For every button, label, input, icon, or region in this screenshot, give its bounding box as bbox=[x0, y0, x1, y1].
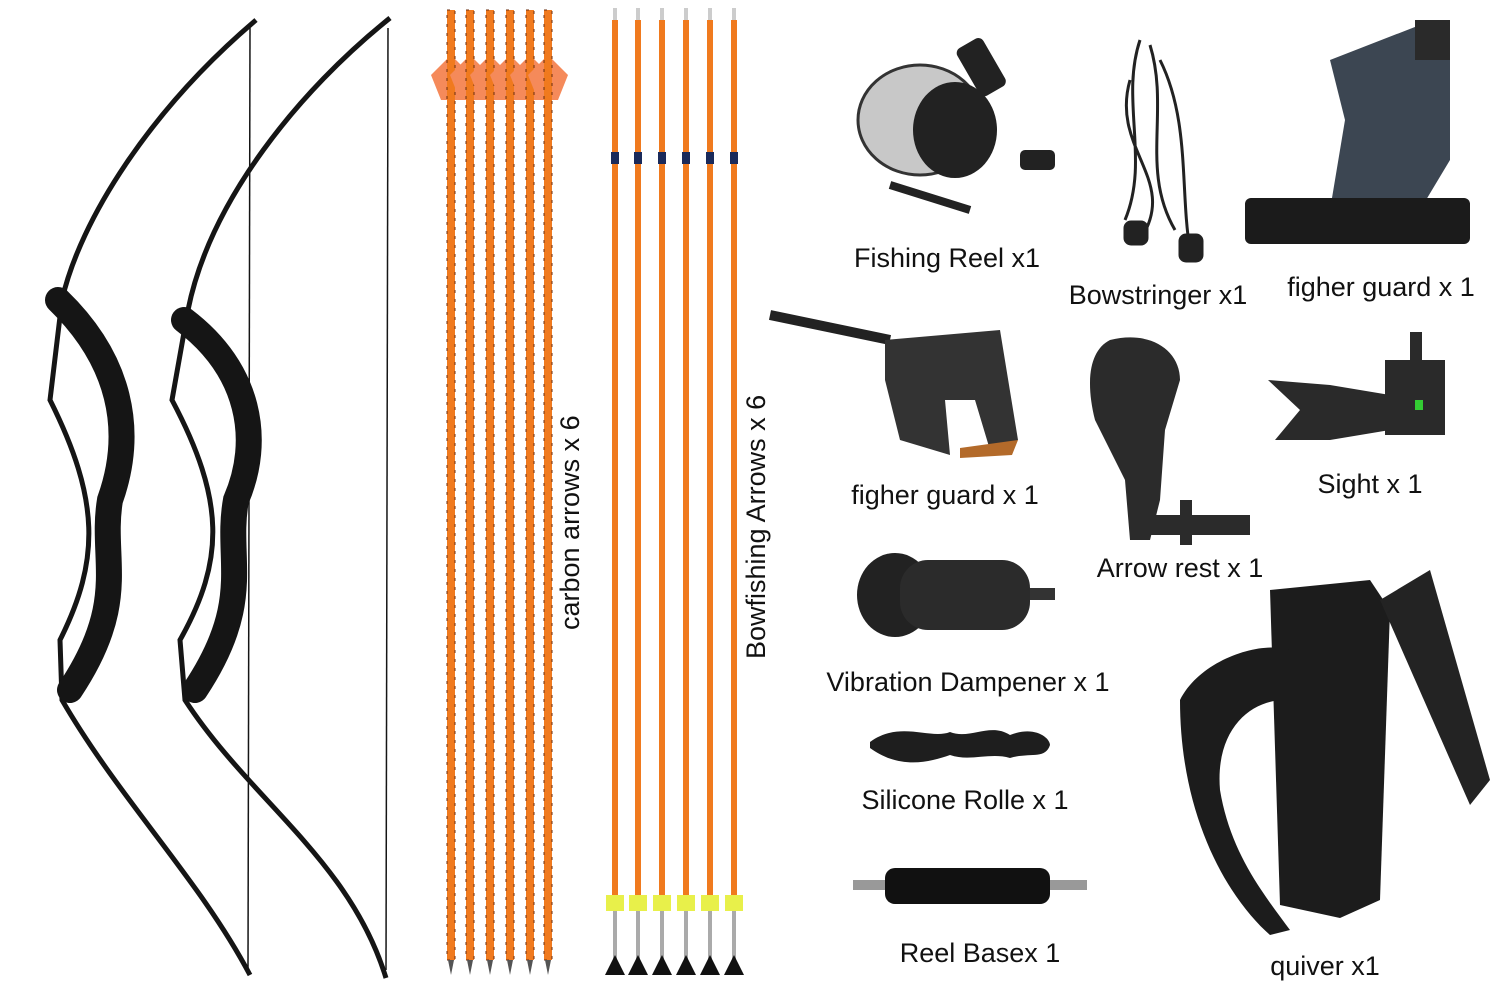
nock bbox=[708, 8, 712, 20]
barbed-point bbox=[724, 955, 744, 975]
arrow-tip bbox=[487, 960, 493, 975]
shaft-band bbox=[706, 152, 714, 164]
nock bbox=[660, 8, 664, 20]
carbon-arrow-shaft bbox=[486, 10, 494, 960]
label-silicone-rolle: Silicone Rolle x 1 bbox=[861, 785, 1069, 815]
fletching bbox=[490, 55, 510, 100]
label-finger-guard-glove: figher guard x 1 bbox=[1287, 272, 1475, 302]
label-bowstringer: Bowstringer x1 bbox=[1068, 280, 1248, 310]
point-rod bbox=[732, 911, 736, 961]
bowfishing-arrow-shaft bbox=[707, 20, 713, 895]
label-fishing-reel: Fishing Reel x1 bbox=[853, 243, 1041, 273]
label-bowfishing-arrows: Bowfishing Arrows x 6 bbox=[741, 394, 771, 659]
point-rod bbox=[660, 911, 664, 961]
fishing-reel-image bbox=[856, 38, 1055, 214]
barbed-point bbox=[700, 955, 720, 975]
point-rod bbox=[613, 911, 617, 961]
bowfishing-arrow-shaft bbox=[635, 20, 641, 895]
label-reel-base: Reel Basex 1 bbox=[899, 938, 1061, 968]
shaft-pattern bbox=[485, 9, 495, 961]
fletching bbox=[431, 55, 451, 100]
sight-image bbox=[1268, 332, 1445, 440]
barbed-point bbox=[628, 955, 648, 975]
vibration-dampener-image bbox=[857, 553, 1055, 637]
arrow-tip bbox=[527, 960, 533, 975]
arrow-tip bbox=[448, 960, 454, 975]
label-arrow-rest: Arrow rest x 1 bbox=[1096, 553, 1264, 583]
nock bbox=[732, 8, 736, 20]
arrow-tip bbox=[467, 960, 473, 975]
shaft-band bbox=[658, 152, 666, 164]
slide bbox=[725, 895, 743, 911]
finger-guard-tab-image bbox=[768, 310, 1018, 458]
carbon-arrows bbox=[431, 9, 568, 975]
point-rod bbox=[636, 911, 640, 961]
label-finger-guard-tab: figher guard x 1 bbox=[851, 480, 1039, 510]
fletching bbox=[470, 55, 490, 100]
slide bbox=[629, 895, 647, 911]
bowfishing-arrow-shaft bbox=[731, 20, 737, 895]
finger-guard-glove-image bbox=[1245, 20, 1470, 244]
arrow-tip bbox=[507, 960, 513, 975]
barbed-point bbox=[652, 955, 672, 975]
shaft-pattern bbox=[525, 9, 535, 961]
shaft-band bbox=[634, 152, 642, 164]
reel-base-image bbox=[853, 868, 1087, 904]
nock bbox=[613, 8, 617, 20]
label-sight: Sight x 1 bbox=[1317, 469, 1423, 499]
shaft-pattern bbox=[543, 9, 553, 961]
recurve-bow-2 bbox=[169, 16, 392, 979]
shaft-pattern bbox=[465, 9, 475, 961]
label-vibration-dampener: Vibration Dampener x 1 bbox=[826, 667, 1110, 697]
nock bbox=[636, 8, 640, 20]
slide bbox=[653, 895, 671, 911]
shaft-band bbox=[682, 152, 690, 164]
shaft-pattern bbox=[446, 9, 456, 961]
bowstringer-image bbox=[1123, 39, 1204, 263]
slide bbox=[606, 895, 624, 911]
arrow-rest-image bbox=[1090, 337, 1250, 545]
arrow-tip bbox=[545, 960, 551, 975]
carbon-arrow-shaft bbox=[526, 10, 534, 960]
carbon-arrow-shaft bbox=[544, 10, 552, 960]
quiver-image bbox=[1180, 570, 1490, 935]
silicone-rolle-image bbox=[870, 730, 1050, 763]
carbon-arrow-shaft bbox=[466, 10, 474, 960]
fletching bbox=[510, 55, 530, 100]
bowfishing-arrow-shaft bbox=[659, 20, 665, 895]
shaft-pattern bbox=[505, 9, 515, 961]
point-rod bbox=[684, 911, 688, 961]
fletching bbox=[548, 55, 568, 100]
fletching bbox=[450, 55, 470, 100]
label-quiver: quiver x1 bbox=[1270, 951, 1380, 981]
bowfishing-arrow-shaft bbox=[612, 20, 618, 895]
shaft-band bbox=[730, 152, 738, 164]
bowfishing-arrows bbox=[605, 8, 744, 975]
point-rod bbox=[708, 911, 712, 961]
slide bbox=[701, 895, 719, 911]
label-carbon-arrows: carbon arrows x 6 bbox=[555, 415, 585, 630]
fletching bbox=[528, 55, 548, 100]
shaft-band bbox=[611, 152, 619, 164]
carbon-arrow-shaft bbox=[506, 10, 514, 960]
barbed-point bbox=[605, 955, 625, 975]
bowfishing-arrow-shaft bbox=[683, 20, 689, 895]
carbon-arrow-shaft bbox=[447, 10, 455, 960]
barbed-point bbox=[676, 955, 696, 975]
nock bbox=[684, 8, 688, 20]
slide bbox=[677, 895, 695, 911]
